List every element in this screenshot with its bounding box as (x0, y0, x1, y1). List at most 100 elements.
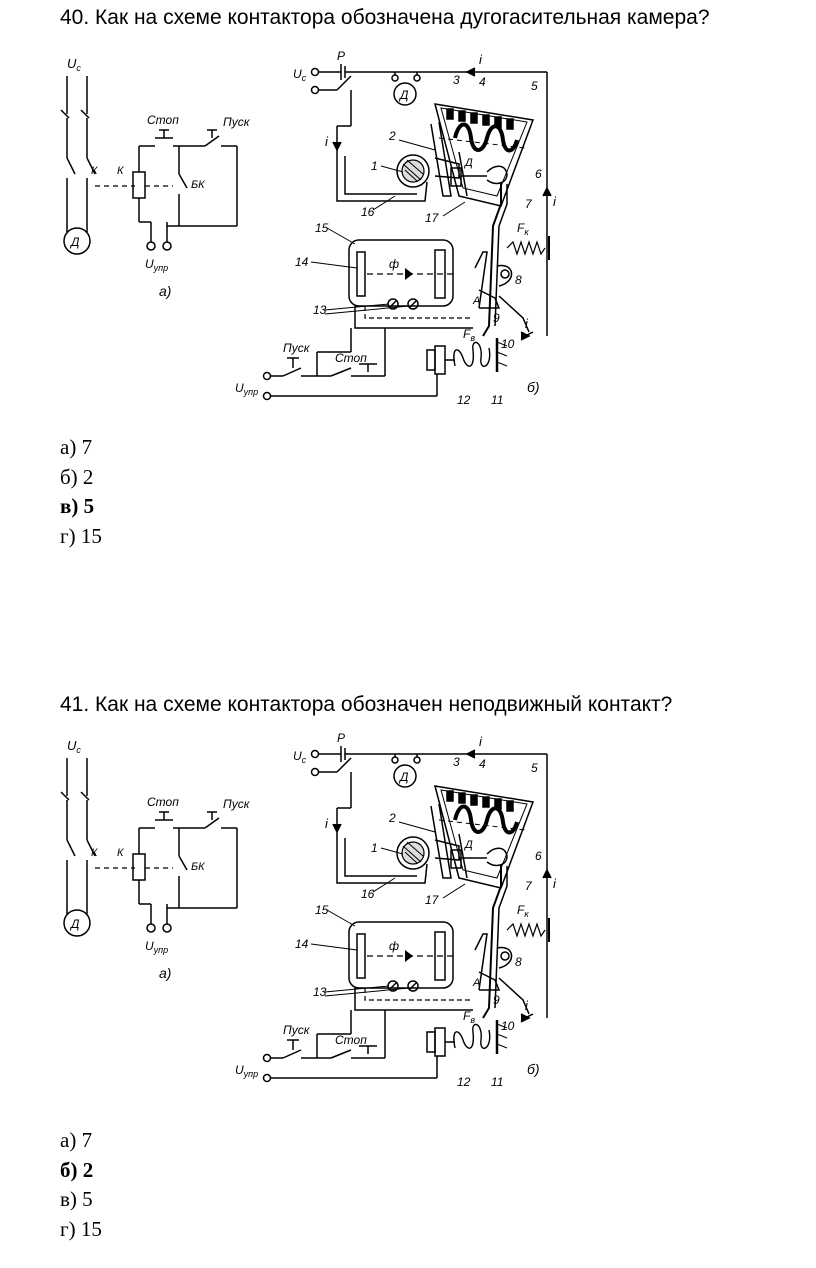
contactor-diagram: Uc К К Стоп Пуск БК Д Uупр а) (55, 46, 575, 423)
answer-option-a[interactable]: а) 7 (60, 1128, 93, 1152)
label-phi: ф (389, 257, 399, 271)
label-a: А (472, 295, 480, 307)
answer-option-c[interactable]: в) 5 (60, 494, 95, 518)
callout-12: 12 (457, 393, 471, 407)
answer-option-d[interactable]: г) 15 (60, 523, 102, 548)
scheme-a: Uc К К Стоп Пуск БК Д Uупр а) (60, 738, 251, 981)
callout-1: 1 (371, 841, 378, 855)
label-i-left: i (325, 816, 329, 831)
label-stop-b: Стоп (335, 351, 367, 365)
callout-17: 17 (425, 893, 440, 907)
contactor-diagram: Uc К К Стоп Пуск БК Д Uупр а) (55, 728, 575, 1105)
callout-17: 17 (425, 211, 440, 225)
answer-option-a[interactable]: а) 7 (60, 435, 93, 459)
answer-option-b[interactable]: б) 2 (60, 464, 94, 489)
label-k1: К (91, 165, 98, 177)
caption-a: а) (159, 283, 171, 299)
label-i-right: i (553, 876, 557, 891)
coil-k (132, 171, 146, 199)
coil-k (132, 853, 146, 881)
callout-13: 13 (313, 985, 327, 999)
callout-4: 4 (479, 75, 486, 89)
label-fk: Fк (517, 221, 529, 237)
callout-9: 9 (493, 993, 500, 1007)
label-start: Пуск (223, 115, 251, 129)
callout-3: 3 (453, 73, 460, 87)
answer-option-b[interactable]: б) 2 (60, 1157, 94, 1182)
label-uupr: Uупр (145, 939, 168, 955)
label-i-lower: i (525, 998, 529, 1013)
label-k1: К (91, 847, 98, 859)
label-i-left: i (325, 134, 329, 149)
label-uc-b: Uc (293, 749, 307, 765)
label-k2: К (117, 847, 124, 859)
callout-8: 8 (515, 955, 522, 969)
answer-list: а) 7 б) 2 в) 5 г) 15 (60, 1126, 102, 1244)
label-motor-b: Д (398, 88, 409, 102)
label-i-lower: i (525, 316, 529, 331)
label-uupr-b: Uупр (235, 1063, 258, 1079)
scheme-b: Р Uc Д i i i i Д ф Fк Fв А Пуск Стоп Uуп… (235, 731, 557, 1089)
label-fk: Fк (517, 903, 529, 919)
label-i-top: i (479, 734, 483, 749)
callout-16: 16 (361, 887, 375, 901)
callout-12: 12 (457, 1075, 471, 1089)
label-motor-d: Д (69, 235, 80, 249)
label-uc-b: Uc (293, 67, 307, 83)
label-motor-d: Д (69, 917, 80, 931)
callout-2: 2 (388, 129, 396, 143)
label-uc: Uc (67, 56, 81, 73)
motor-d-b (393, 764, 417, 788)
callout-11: 11 (491, 1075, 503, 1089)
callout-13: 13 (313, 303, 327, 317)
caption-a: а) (159, 965, 171, 981)
label-bk: БК (191, 179, 205, 191)
answer-option-c[interactable]: в) 5 (60, 1187, 93, 1211)
question-title: 41. Как на схеме контактора обозначен не… (60, 693, 673, 716)
caption-b: б) (527, 1061, 540, 1077)
label-i-top: i (479, 52, 483, 67)
label-motor-b: Д (398, 770, 409, 784)
label-start-b: Пуск (283, 341, 311, 355)
label-stop: Стоп (147, 795, 179, 809)
motor-d-circle (63, 227, 91, 255)
scheme-b: Р Uc Д i i i i Д ф Fк Fв А Пуск Стоп Uуп… (235, 49, 557, 407)
callout-3: 3 (453, 755, 460, 769)
label-k2: К (117, 165, 124, 177)
scheme-a: Uc К К Стоп Пуск БК Д Uупр а) (60, 56, 251, 299)
label-fv: Fв (463, 327, 475, 343)
motor-d-circle (63, 909, 91, 937)
label-stop: Стоп (147, 113, 179, 127)
callout-5: 5 (531, 761, 538, 775)
label-start-b: Пуск (283, 1023, 311, 1037)
callout-6: 6 (535, 849, 542, 863)
callout-2: 2 (388, 811, 396, 825)
answer-option-d[interactable]: г) 15 (60, 1216, 102, 1241)
label-phi: ф (389, 939, 399, 953)
callout-9: 9 (493, 311, 500, 325)
answer-list: а) 7 б) 2 в) 5 г) 15 (60, 433, 102, 551)
label-uupr: Uупр (145, 257, 168, 273)
callout-4: 4 (479, 757, 486, 771)
callout-10: 10 (501, 337, 515, 351)
callout-15: 15 (315, 903, 329, 917)
callout-14: 14 (295, 937, 309, 951)
label-start: Пуск (223, 797, 251, 811)
callout-1: 1 (371, 159, 378, 173)
callout-6: 6 (535, 167, 542, 181)
label-uc: Uc (67, 738, 81, 755)
callout-7: 7 (525, 879, 533, 893)
callout-16: 16 (361, 205, 375, 219)
label-d-arc: Д (463, 839, 473, 851)
label-stop-b: Стоп (335, 1033, 367, 1047)
callout-10: 10 (501, 1019, 515, 1033)
question-title: 40. Как на схеме контактора обозначена д… (60, 6, 710, 29)
callout-7: 7 (525, 197, 533, 211)
callout-8: 8 (515, 273, 522, 287)
callout-14: 14 (295, 255, 309, 269)
label-p: Р (337, 49, 345, 63)
label-d-arc: Д (463, 157, 473, 169)
callout-5: 5 (531, 79, 538, 93)
callout-15: 15 (315, 221, 329, 235)
motor-d-b (393, 82, 417, 106)
